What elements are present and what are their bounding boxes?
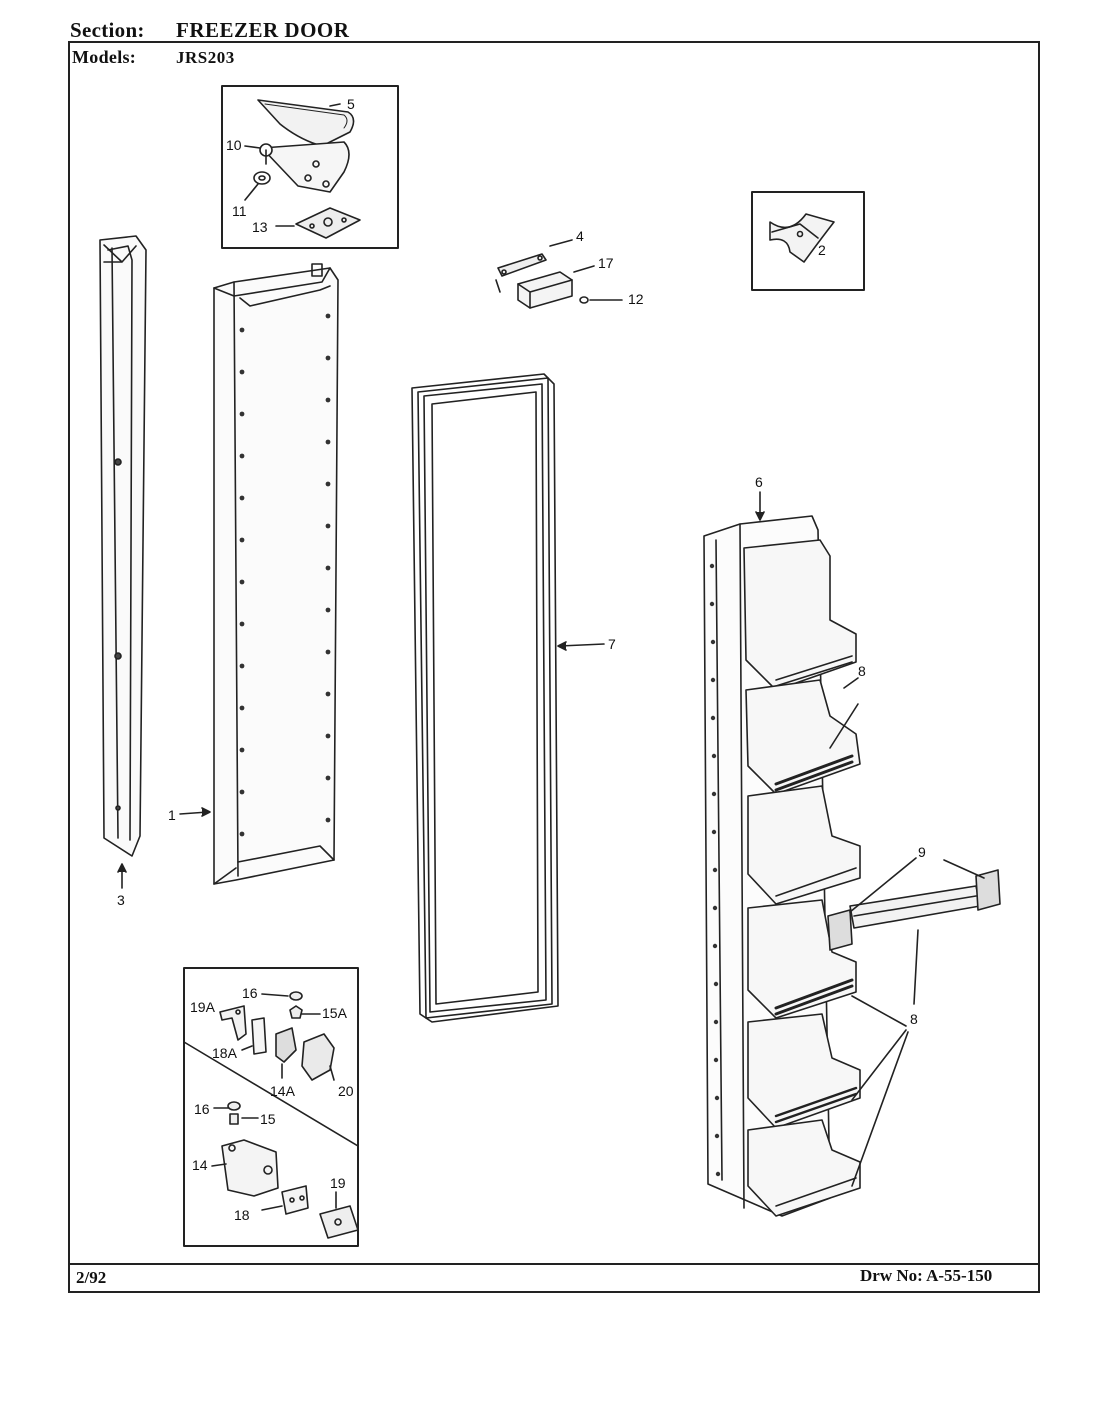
- callout-8-lower: 8: [910, 1011, 918, 1027]
- section-label: Section:: [70, 18, 145, 42]
- part-6-shelf-liner: [703, 491, 861, 1217]
- part-3-trim-strip: [99, 235, 147, 889]
- callout-13: 13: [252, 219, 268, 235]
- callout-19: 19: [330, 1175, 346, 1191]
- footer-rule: [70, 1263, 1038, 1265]
- callout-8-upper: 8: [858, 663, 866, 679]
- callout-17: 17: [598, 255, 614, 271]
- callout-5: 5: [347, 96, 355, 112]
- callout-12: 12: [628, 291, 644, 307]
- bottom-hinge-inset: [183, 967, 359, 1247]
- models-label: Models:: [72, 47, 137, 67]
- drawing-number: Drw No: A-55-150: [860, 1266, 993, 1285]
- latch-parts-group: [495, 239, 623, 309]
- callout-18a: 18A: [212, 1045, 238, 1061]
- revision-date: 2/92: [76, 1268, 107, 1287]
- callout-18: 18: [234, 1207, 250, 1223]
- callout-15a: 15A: [322, 1005, 348, 1021]
- callout-9: 9: [918, 844, 926, 860]
- shelf-bar-parts: [827, 677, 1001, 1187]
- callout-19a: 19A: [190, 999, 216, 1015]
- callout-15: 15: [260, 1111, 276, 1127]
- callout-10: 10: [226, 137, 242, 153]
- callout-14: 14: [192, 1157, 208, 1173]
- callout-3: 3: [117, 892, 125, 908]
- callout-6: 6: [755, 474, 763, 490]
- drawing-frame: [68, 41, 1040, 1293]
- callout-16-lower: 16: [194, 1101, 210, 1117]
- callout-1: 1: [168, 807, 176, 823]
- callout-20: 20: [338, 1083, 354, 1099]
- section-title: FREEZER DOOR: [176, 18, 350, 42]
- part-7-door-gasket: [411, 373, 605, 1023]
- callout-16-upper: 16: [242, 985, 258, 1001]
- part-1-door-liner: [179, 263, 339, 885]
- models-value: JRS203: [176, 48, 235, 67]
- callout-14a: 14A: [270, 1083, 296, 1099]
- callout-11: 11: [232, 203, 247, 219]
- part-2-inset: [751, 191, 865, 291]
- callout-4: 4: [576, 228, 584, 244]
- top-hinge-inset: [221, 85, 399, 249]
- callout-7: 7: [608, 636, 616, 652]
- callout-2: 2: [818, 242, 826, 258]
